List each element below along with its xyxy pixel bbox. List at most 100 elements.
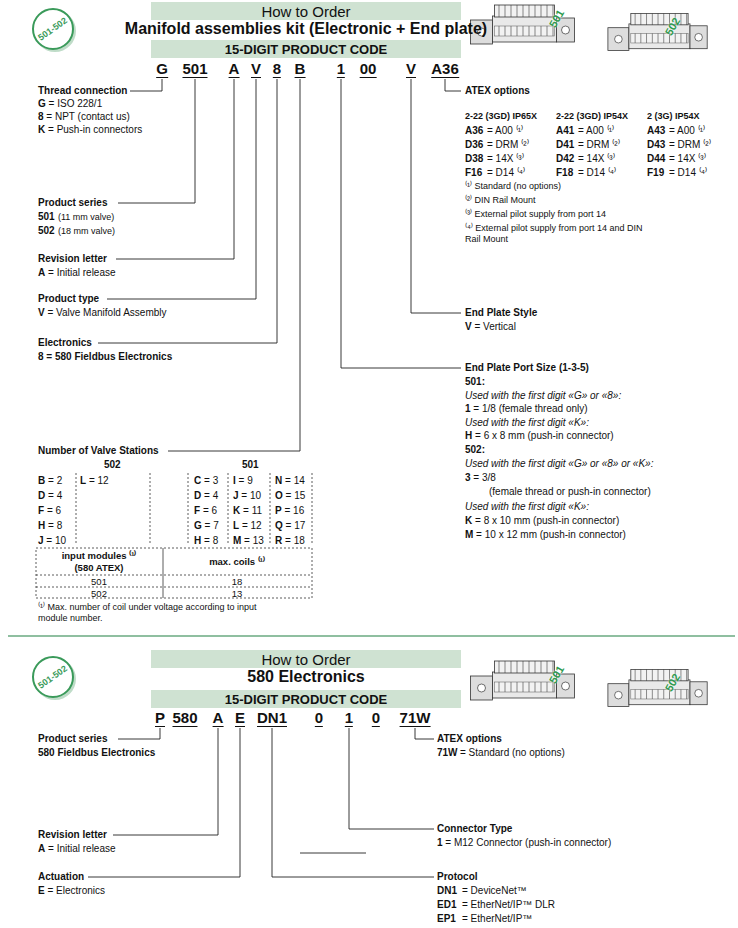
- field-heading: Product series: [38, 197, 107, 210]
- option-code: D43: [647, 139, 665, 152]
- option-entry: F = 6: [38, 505, 61, 518]
- option-text: = EtherNet/IP™ DLR: [462, 899, 555, 912]
- option-entry: L = 12: [80, 475, 109, 488]
- code-digit: E: [235, 710, 245, 727]
- code-digit: 0: [372, 710, 380, 727]
- option-text: = DRM ⁽²⁾: [578, 139, 620, 152]
- option-text: = A00 ⁽¹⁾: [669, 125, 705, 138]
- field-heading: End Plate Style: [465, 307, 537, 320]
- option-entry: 3 = 3/8: [465, 472, 496, 485]
- column-header: 2 (3G) IP54X: [647, 111, 700, 122]
- option-entry: V = Valve Manifold Assembly: [38, 307, 167, 320]
- option-entry: N = 14: [275, 475, 305, 488]
- option-code: 501:: [465, 376, 485, 389]
- option-entry: M = 13: [233, 535, 264, 548]
- code-digit: B: [295, 61, 306, 78]
- field-heading: Product type: [38, 293, 99, 306]
- table-header: max. coils ⁽¹⁾: [209, 556, 265, 568]
- option-entry: J = 10: [38, 535, 66, 548]
- code-digit: A: [229, 61, 240, 78]
- option-code: F19: [647, 167, 664, 180]
- node-text: How to Order: [261, 651, 350, 668]
- footnote: ⁽⁴⁾ External pilot supply from port 14 a…: [465, 223, 655, 246]
- footnote: (11 mm valve): [58, 212, 114, 223]
- option-entry: E = Electronics: [38, 885, 105, 898]
- code-digit: DN1: [257, 710, 287, 727]
- option-code: 502:: [465, 444, 485, 457]
- node-text: 15-DIGIT PRODUCT CODE: [225, 692, 388, 707]
- footnote: ⁽²⁾ DIN Rail Mount: [465, 195, 536, 206]
- option-code: A41: [556, 125, 574, 138]
- table-cell: 13: [232, 588, 243, 600]
- usage-note: Used with the first digit «K»:: [465, 501, 589, 514]
- field-heading: ATEX options: [465, 85, 530, 98]
- option-entry: H = 6 x 8 mm (push-in connector): [465, 430, 614, 443]
- field-heading: Actuation: [38, 871, 84, 884]
- option-text: = D14 ⁽⁴⁾: [669, 167, 707, 180]
- option-code: F16: [465, 167, 482, 180]
- table-lines: [36, 473, 312, 598]
- option-text: = A00 ⁽¹⁾: [487, 125, 523, 138]
- option-entry: 1 = M12 Connector (push-in connector): [437, 837, 611, 850]
- column-header: 2-22 (3GD) IP54X: [556, 111, 628, 122]
- option-entry: K = 8 x 10 mm (push-in connector): [465, 515, 619, 528]
- option-text: = A00 ⁽¹⁾: [578, 125, 614, 138]
- heading: 580 Electronics: [247, 668, 364, 686]
- option-entry: P = 16: [275, 505, 304, 518]
- field-heading: End Plate Port Size (1-3-5): [465, 362, 589, 375]
- option-code: 71W: [437, 747, 458, 760]
- table-header: input modules ⁽¹⁾ (580 ATEX): [53, 550, 145, 574]
- option-entry: K = 11: [233, 505, 262, 518]
- option-text: = 14X ⁽³⁾: [487, 153, 524, 166]
- option-entry: D = 4: [194, 490, 218, 503]
- title-band: How to Order: [151, 2, 461, 20]
- option-text: = D14 ⁽⁴⁾: [487, 167, 525, 180]
- option-entry: D = 4: [38, 490, 62, 503]
- code-digit: V: [251, 61, 261, 78]
- node-text: How to Order: [261, 3, 350, 20]
- option-text: = Standard (no options): [460, 747, 565, 760]
- option-entry: R = 18: [275, 535, 305, 548]
- field-heading: ATEX options: [437, 733, 502, 746]
- option-code: 501: [38, 211, 55, 224]
- node-text: 501-502: [37, 663, 70, 690]
- option-code: 8 = 580 Fieldbus Electronics: [38, 351, 172, 364]
- section-divider: [8, 635, 735, 637]
- code-digit: 1: [337, 61, 345, 78]
- series-logo: 501-502: [32, 8, 74, 50]
- footnote: ⁽¹⁾ Standard (no options): [465, 181, 561, 192]
- option-code: D38: [465, 153, 483, 166]
- option-code: F18: [556, 167, 573, 180]
- option-entry: V = Vertical: [465, 321, 516, 334]
- code-digit: 501: [182, 61, 207, 78]
- option-text: = EtherNet/IP™: [462, 913, 532, 926]
- field-heading: Electronics: [38, 337, 92, 350]
- code-digit: 1: [345, 710, 353, 727]
- field-heading: Number of Valve Stations: [38, 445, 159, 458]
- manifold-illustration: [471, 5, 708, 707]
- field-heading: Revision letter: [38, 829, 107, 842]
- node-text: 501-502: [37, 15, 70, 42]
- option-entry: K = Push-in connectors: [38, 124, 142, 137]
- option-text: = 14X ⁽³⁾: [669, 153, 706, 166]
- option-text: = 14X ⁽³⁾: [578, 153, 615, 166]
- table-cell: 18: [232, 576, 243, 588]
- code-digit: 71W: [400, 710, 431, 727]
- option-entry: A = Initial release: [38, 267, 116, 280]
- option-entry: I = 9: [233, 475, 253, 488]
- option-entry: Q = 17: [275, 520, 305, 533]
- usage-note: Used with the first digit «G» or «8»:: [465, 390, 621, 403]
- option-code: ED1: [437, 899, 456, 912]
- code-digit: G: [156, 61, 168, 78]
- option-entry: G = 7: [194, 520, 219, 533]
- option-text: = DRM ⁽²⁾: [487, 139, 529, 152]
- option-code: D36: [465, 139, 483, 152]
- column-header: 2-22 (3GD) IP65X: [465, 111, 537, 122]
- option-entry: H = 8: [38, 520, 62, 533]
- option-entry: B = 2: [38, 475, 62, 488]
- option-code: DN1: [437, 885, 457, 898]
- option-entry: J = 10: [233, 490, 261, 503]
- option-text: = DRM ⁽²⁾: [669, 139, 711, 152]
- option-entry: 8 = NPT (contact us): [38, 111, 130, 124]
- footnote: ⁽¹⁾ Max. number of coil under voltage ac…: [38, 602, 258, 625]
